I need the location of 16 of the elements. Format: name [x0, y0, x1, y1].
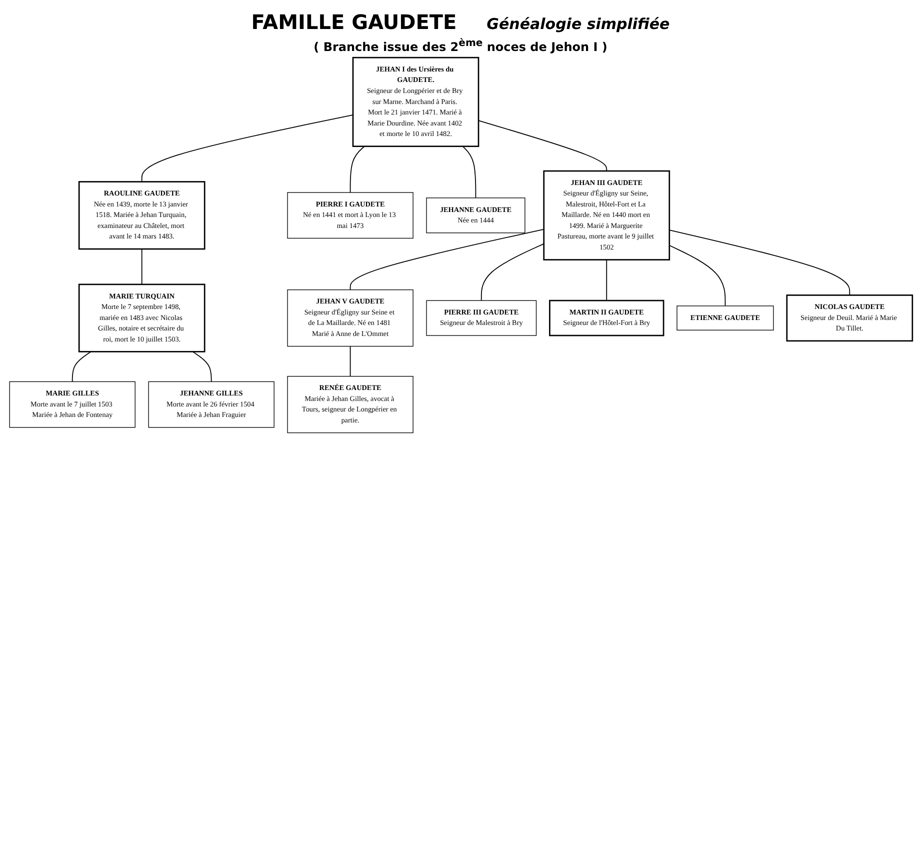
- connector: [668, 244, 726, 306]
- connector: [668, 230, 850, 296]
- connector: [140, 114, 353, 182]
- connector: [349, 228, 544, 290]
- connector: [478, 120, 607, 172]
- connector: [480, 243, 544, 301]
- connector: [349, 346, 350, 377]
- connector: [606, 259, 607, 301]
- connector: [462, 146, 476, 198]
- title: FAMILLE GAUDETE: [251, 10, 457, 34]
- connector: [71, 351, 91, 382]
- subtitle: Généalogie simplifiée: [486, 15, 670, 33]
- connector: [192, 351, 212, 382]
- connector: [349, 146, 364, 193]
- note: ( Branche issue des 2$^{ème}$ noces de Jehon I ): [312, 38, 608, 54]
- connector: [140, 248, 142, 285]
